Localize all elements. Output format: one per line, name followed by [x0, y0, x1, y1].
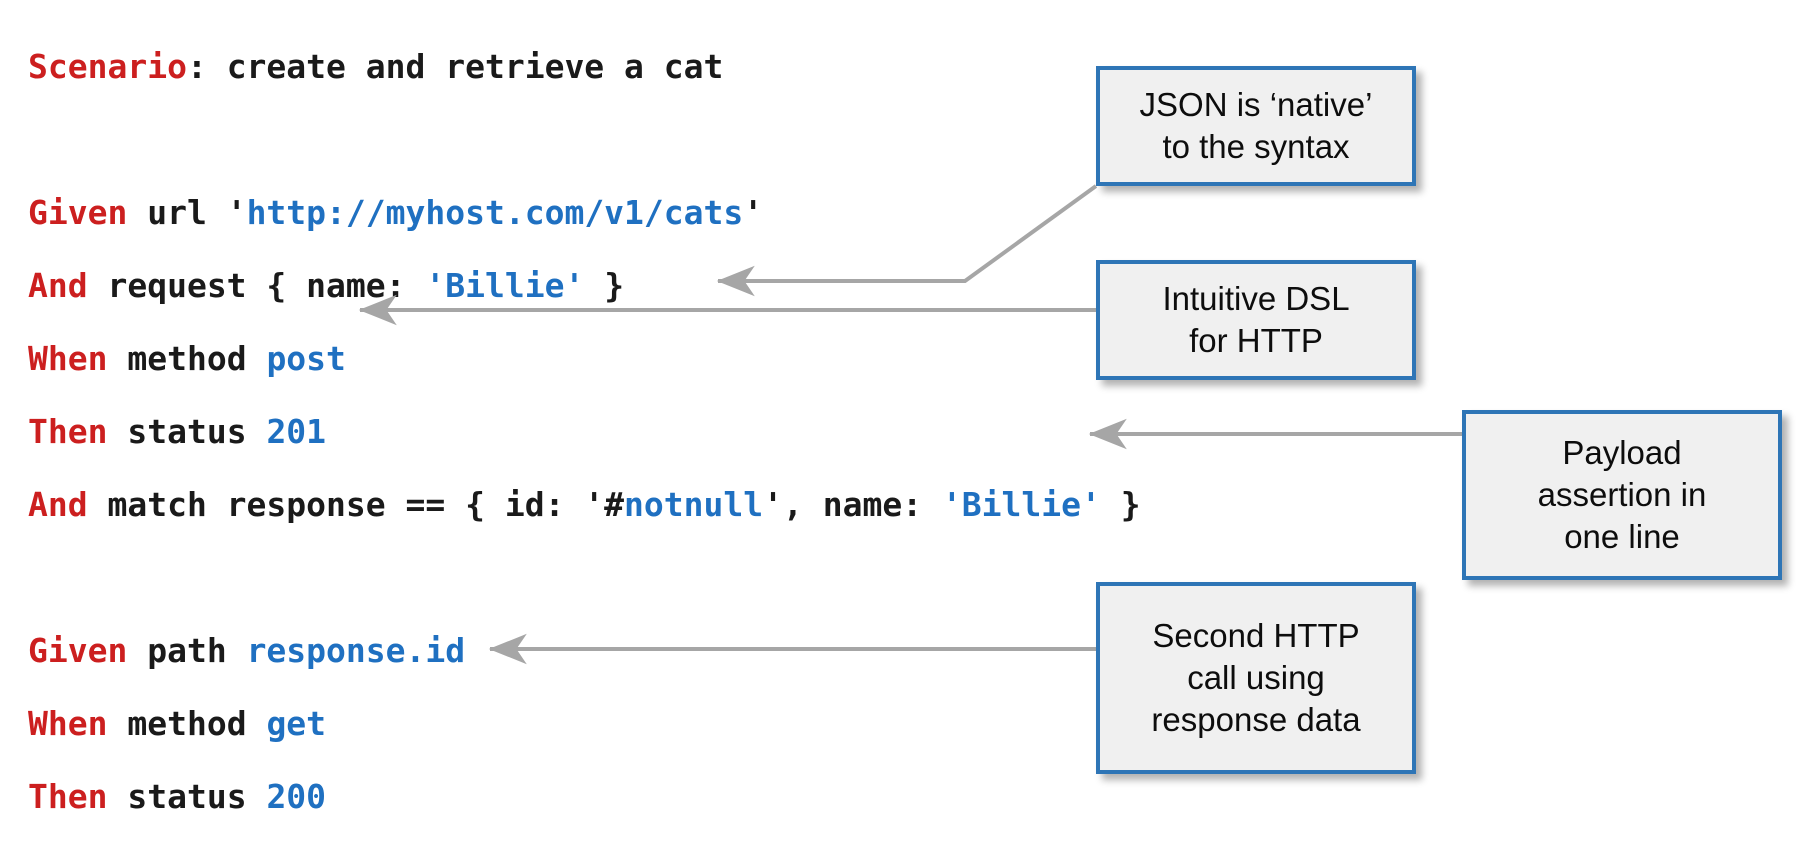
- callout-second-http-line-2: response data: [1151, 700, 1361, 738]
- code-token-scenario-1: : create and retrieve a cat: [186, 47, 724, 86]
- callout-intuitive-dsl-line-0: Intuitive DSL: [1162, 280, 1350, 318]
- callout-intuitive-dsl-line-1: for HTTP: [1189, 322, 1323, 359]
- code-token-scenario-0: Scenario: [28, 47, 187, 86]
- code-line-when-method-get: When method get: [28, 687, 1128, 760]
- code-line-blank-1: [28, 103, 1128, 176]
- callout-json-native-text: JSON is ‘native’ to the syntax: [1140, 84, 1373, 168]
- code-token-when-method-post-1: method: [107, 339, 267, 378]
- code-token-and-match-response-4: 'Billie': [941, 485, 1101, 524]
- code-token-given-path-2: response.id: [246, 631, 466, 670]
- karate-code-listing: Scenario: create and retrieve a cat Give…: [28, 30, 1141, 833]
- code-token-and-request-3: }: [584, 266, 625, 305]
- code-token-and-request-2: 'Billie': [425, 266, 585, 305]
- code-token-when-method-get-0: When: [28, 704, 108, 743]
- code-token-given-path-0: Given: [28, 631, 128, 670]
- code-line-scenario: Scenario: create and retrieve a cat: [28, 30, 1128, 103]
- code-token-and-match-response-5: }: [1100, 485, 1141, 524]
- code-line-given-url: Given url 'http://myhost.com/v1/cats': [28, 176, 1128, 249]
- callout-intuitive-dsl[interactable]: Intuitive DSL for HTTP: [1096, 260, 1416, 380]
- code-token-blank-2-0: [28, 558, 48, 597]
- callout-second-http-line-1: call using: [1187, 659, 1325, 697]
- code-token-then-status-201-2: 201: [266, 412, 327, 451]
- code-token-then-status-200-0: Then: [28, 777, 108, 816]
- code-token-then-status-201-1: status: [107, 412, 267, 451]
- code-line-given-path: Given path response.id: [28, 614, 1128, 687]
- code-line-and-request: And request { name: 'Billie' }: [28, 249, 1128, 322]
- code-line-then-status-201: Then status 201: [28, 395, 1128, 468]
- code-token-given-url-4: ': [743, 193, 764, 232]
- callout-intuitive-dsl-text: Intuitive DSL for HTTP: [1162, 278, 1349, 362]
- code-token-given-url-0: Given: [28, 193, 128, 232]
- code-token-and-match-response-1: match response == { id: '#: [87, 485, 625, 524]
- callout-json-native-line-1: to the syntax: [1162, 128, 1350, 165]
- code-token-when-method-post-2: post: [266, 339, 346, 378]
- code-token-when-method-post-0: When: [28, 339, 108, 378]
- code-line-and-match-response: And match response == { id: '#notnull', …: [28, 468, 1141, 541]
- code-token-and-match-response-0: And: [28, 485, 88, 524]
- code-token-blank-1-0: [28, 120, 48, 159]
- callout-payload-assertion-line-1: assertion in: [1537, 476, 1707, 514]
- code-token-then-status-200-1: status: [107, 777, 267, 816]
- code-token-given-path-1: path: [127, 631, 247, 670]
- code-token-and-request-0: And: [28, 266, 88, 305]
- callout-second-http-line-0: Second HTTP: [1152, 617, 1360, 655]
- code-line-blank-2: [28, 541, 1128, 614]
- callout-payload-assertion-line-0: Payload: [1562, 434, 1682, 472]
- code-token-given-url-2: ': [226, 193, 247, 232]
- code-token-when-method-get-2: get: [266, 704, 327, 743]
- code-line-then-status-200: Then status 200: [28, 760, 1128, 833]
- code-line-when-method-post: When method post: [28, 322, 1128, 395]
- code-token-and-match-response-2: notnull: [624, 485, 764, 524]
- callout-payload-assertion-line-2: one line: [1564, 517, 1680, 555]
- code-token-then-status-200-2: 200: [266, 777, 327, 816]
- callout-json-native[interactable]: JSON is ‘native’ to the syntax: [1096, 66, 1416, 186]
- code-token-given-url-1: url: [127, 193, 227, 232]
- code-token-then-status-201-0: Then: [28, 412, 108, 451]
- code-token-when-method-get-1: method: [107, 704, 267, 743]
- code-token-given-url-3: http://myhost.com/v1/cats: [246, 193, 744, 232]
- code-token-and-match-response-3: ', name:: [763, 485, 942, 524]
- callout-json-native-line-0: JSON is ‘native’: [1139, 86, 1373, 124]
- code-token-and-request-1: request { name:: [87, 266, 426, 305]
